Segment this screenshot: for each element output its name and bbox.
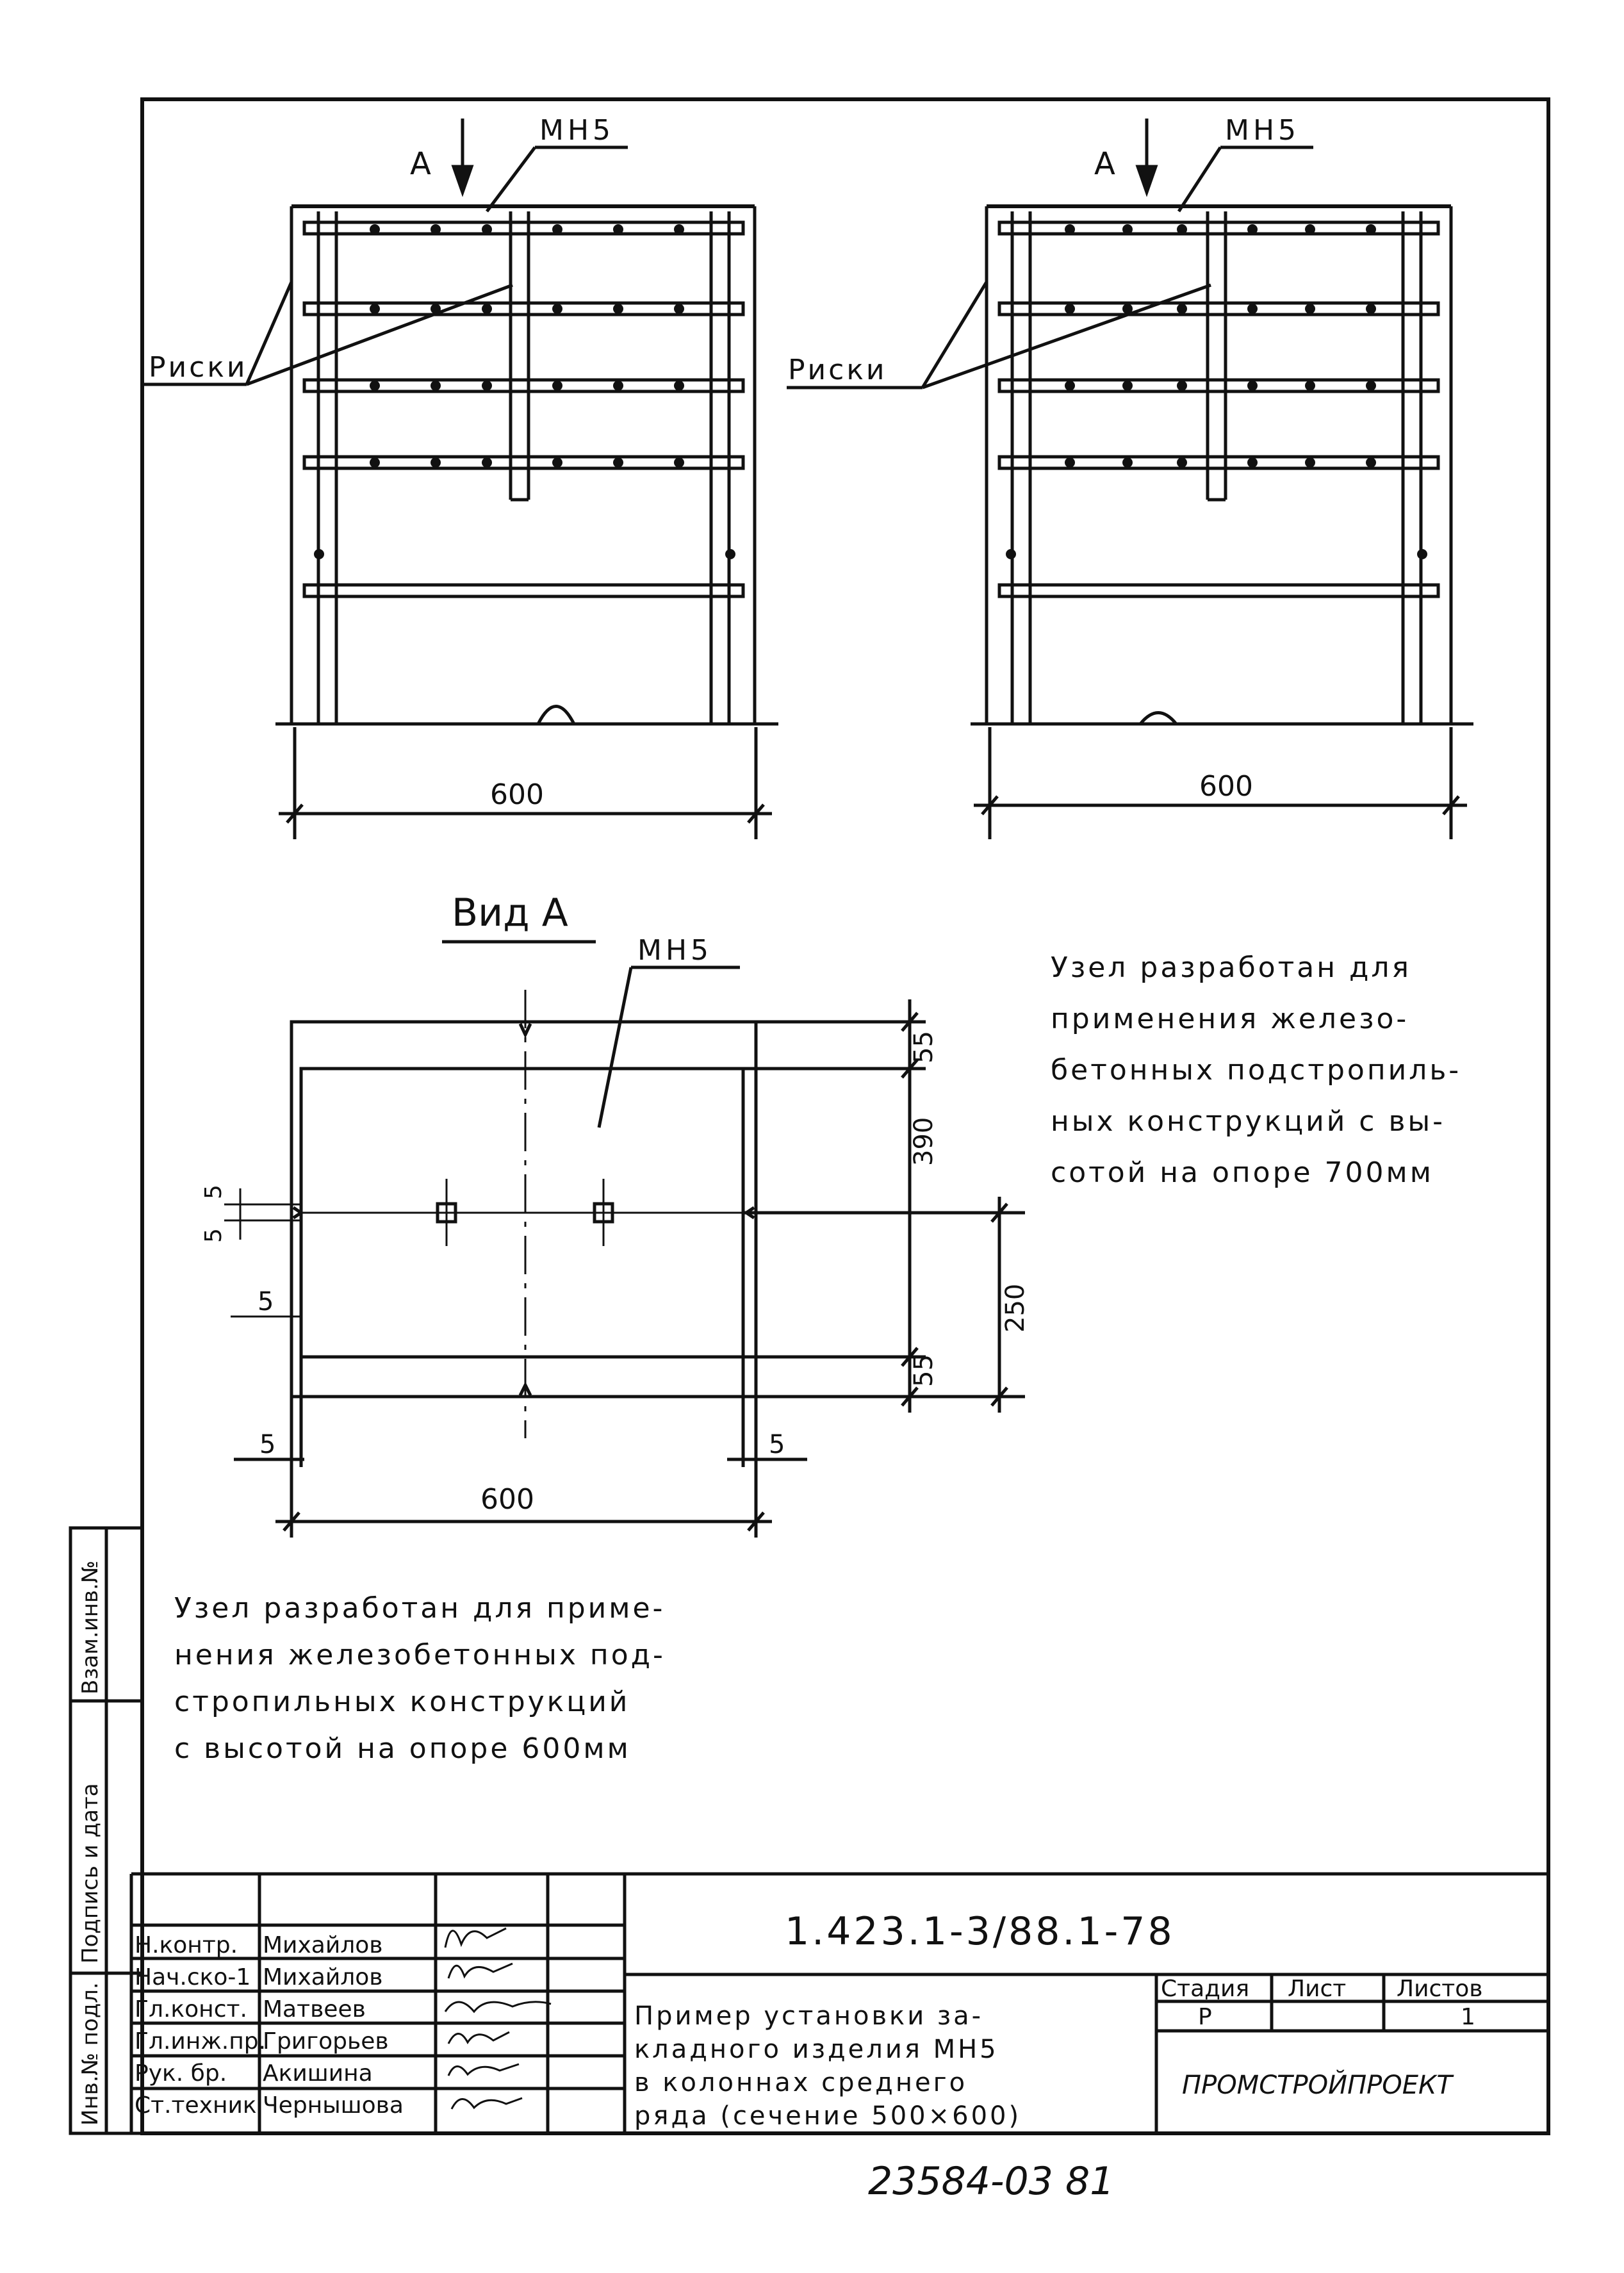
person-name: Григорьев: [263, 2028, 389, 2055]
role-label: Гл.инж.пр.: [135, 2028, 266, 2055]
signatures: [444, 1927, 552, 2110]
stage-header: Стадия: [1161, 1976, 1249, 2002]
drawing-title-line: в колоннах среднего: [634, 2068, 967, 2097]
drawing-title-line: ряда (сечение 500×600): [634, 2101, 1021, 2131]
note-left: Узел разработан для приме- нения железоб…: [174, 1592, 666, 1765]
designation: 1.423.1-3/88.1-78: [785, 1909, 1175, 1954]
dim-left-offset: 5: [258, 1287, 274, 1317]
role-label: Ст.техник: [135, 2092, 257, 2119]
dim-bottom: 55: [909, 1354, 939, 1387]
title-block: Н.контр. Нач.ско-1 Гл.конст. Гл.инж.пр. …: [129, 1872, 1548, 2133]
dim-width: 600: [480, 1483, 534, 1516]
archive-number: 23584-03 81: [868, 2159, 1114, 2204]
note-right: Узел разработан для применения железо- б…: [1051, 951, 1461, 1189]
view-a-part-label: МН5: [637, 934, 712, 967]
view-a-title: Вид А: [452, 890, 568, 935]
sheet-header: Лист: [1288, 1976, 1346, 2002]
dim-left-pair-b: 5: [201, 1228, 227, 1243]
note-left-line: Узел разработан для приме-: [174, 1592, 665, 1625]
left-section-mark: А: [410, 146, 431, 182]
right-section-mark: А: [1094, 146, 1115, 182]
role-label: Нач.ско-1: [135, 1964, 250, 1990]
role-label: Н.контр.: [135, 1932, 238, 1958]
left-part-label: МН5: [539, 114, 614, 147]
note-right-line: сотой на опоре 700мм: [1051, 1156, 1434, 1189]
dim-left-pair: 5: [201, 1185, 227, 1199]
side-stamp: Инв.№ подл. Подпись и дата Взам.инв.№: [69, 1526, 144, 2135]
note-right-line: бетонных подстропиль-: [1051, 1054, 1461, 1087]
right-part-label: МН5: [1225, 114, 1300, 147]
left-marks-label: Риски: [149, 351, 248, 384]
side-stamp-signature-date: Подпись и дата: [78, 1783, 103, 1964]
drawing-title-line: Пример установки за-: [634, 2001, 983, 2031]
dim-top: 55: [909, 1031, 939, 1063]
dim-right-span: 250: [1001, 1284, 1030, 1333]
right-elevation: А МН5 Риски 600: [787, 114, 1473, 839]
note-right-line: применения железо-: [1051, 1003, 1409, 1035]
left-elevation: А МН5 Риски 600: [144, 114, 778, 839]
dim-bottom-right: 5: [769, 1430, 785, 1459]
view-a: Вид А: [201, 890, 1030, 1538]
dim-bottom-left: 5: [259, 1430, 275, 1459]
note-left-line: стропильных конструкций: [174, 1686, 630, 1718]
person-name: Михайлов: [263, 1932, 382, 1958]
role-label: Гл.конст.: [135, 1996, 247, 2023]
left-width-dimension: 600: [490, 778, 544, 811]
note-right-line: Узел разработан для: [1051, 951, 1411, 984]
dim-middle: 390: [909, 1117, 939, 1166]
side-stamp-original-inv: Инв.№ подл.: [78, 1982, 103, 2126]
note-left-line: с высотой на опоре 600мм: [174, 1732, 631, 1765]
person-name: Чернышова: [263, 2092, 404, 2119]
sheets-header: Листов: [1397, 1976, 1482, 2002]
right-marks-label: Риски: [788, 354, 887, 386]
role-label: Рук. бр.: [135, 2060, 227, 2087]
person-name: Матвеев: [263, 1996, 366, 2023]
person-name: Михайлов: [263, 1964, 382, 1990]
organization: ПРОМСТРОЙПРОЕКТ: [1182, 2069, 1454, 2100]
stage-value: Р: [1198, 2004, 1212, 2030]
right-width-dimension: 600: [1199, 770, 1253, 803]
sheets-value: 1: [1461, 2004, 1475, 2030]
drawing-title-line: кладного изделия МН5: [634, 2035, 999, 2064]
person-name: Акишина: [263, 2060, 373, 2087]
note-right-line: ных конструкций с вы-: [1051, 1105, 1445, 1138]
side-stamp-replacement-inv: Взам.инв.№: [78, 1561, 103, 1694]
sheet-frame: [140, 97, 1550, 2135]
note-left-line: нения железобетонных под-: [174, 1639, 666, 1671]
